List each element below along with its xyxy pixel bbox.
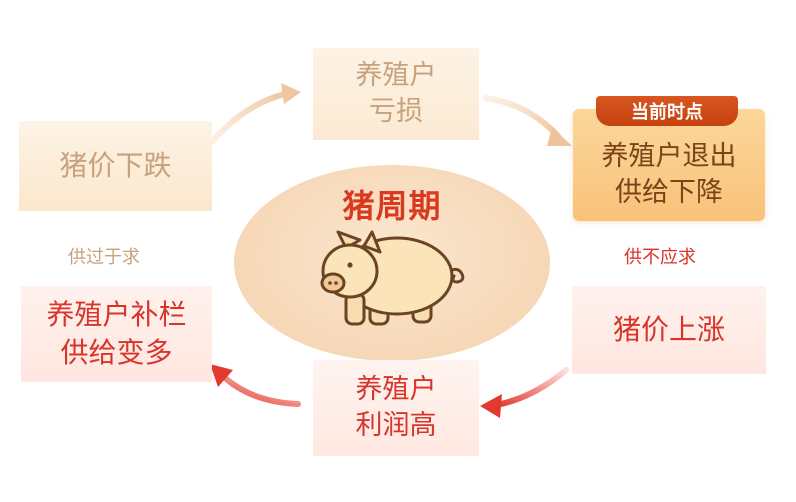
stage-right-top-line-2: 供给下降 xyxy=(615,177,723,208)
stage-left-bottom-line-1: 养殖户补栏 xyxy=(46,298,187,332)
arrow-bottom-to-left-bottom xyxy=(210,364,301,407)
stage-top-line-1: 养殖户 xyxy=(355,59,437,91)
stage-right-bottom: 猪价上涨 xyxy=(572,286,766,374)
stage-bottom-line-2: 利润高 xyxy=(355,410,437,441)
arrow-left-top-to-top xyxy=(209,83,301,145)
stage-bottom-line-1: 养殖户 xyxy=(355,373,437,405)
center-title: 猪周期 xyxy=(342,187,442,225)
arrow-right-bottom-to-bottom xyxy=(480,367,569,418)
stage-left-bottom: 养殖户补栏 供给变多 xyxy=(21,286,212,382)
annotation-supply-shortage: 供不应求 xyxy=(624,247,696,268)
arrow-top-to-right-top xyxy=(483,95,572,146)
stage-right-top-current: 养殖户退出 供给下降 xyxy=(573,109,765,221)
stage-top: 养殖户 亏损 xyxy=(313,48,479,140)
stage-bottom: 养殖户 利润高 xyxy=(313,360,479,456)
stage-right-bottom-line-1: 猪价上涨 xyxy=(612,313,725,347)
current-point-badge: 当前时点 xyxy=(596,96,738,126)
annotation-oversupply: 供过于求 xyxy=(68,247,140,268)
stage-left-top: 猪价下跌 xyxy=(19,121,212,211)
stage-right-top-line-1: 养殖户退出 xyxy=(601,140,737,172)
stage-left-top-line-1: 猪价下跌 xyxy=(59,149,172,183)
stage-left-bottom-line-2: 供给变多 xyxy=(60,336,173,369)
stage-top-line-2: 亏损 xyxy=(369,96,423,127)
